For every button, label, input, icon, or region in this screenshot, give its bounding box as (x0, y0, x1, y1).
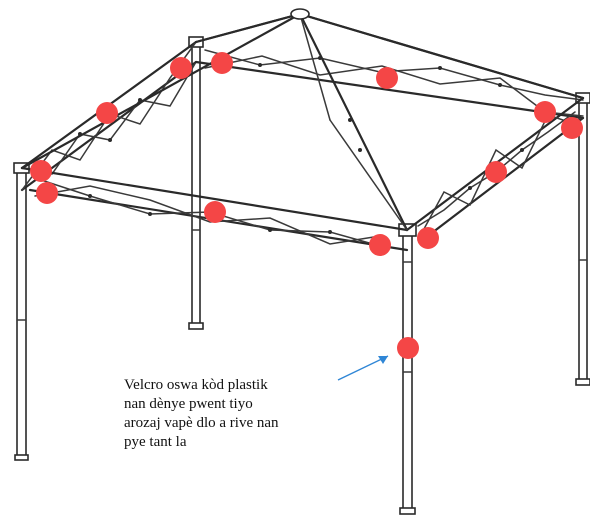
leg-foot-back-left (188, 322, 204, 330)
attachment-point-marker (417, 227, 439, 249)
leg-front-left (16, 167, 27, 459)
roof-ribs (20, 8, 585, 232)
joints (78, 56, 524, 234)
center-hub (290, 8, 310, 20)
annotation-label: Velcro oswa kòd plastik nan dènye pwent … (124, 376, 374, 452)
scissor-trusses (20, 12, 585, 252)
attachment-point-marker (369, 234, 391, 256)
attachment-point-marker (534, 101, 556, 123)
annotation-line-2: nan dènye pwent tiyo (124, 396, 253, 412)
attachment-point-marker (204, 201, 226, 223)
annotation-line-4: pye tant la (124, 434, 187, 450)
leg-foot-front-right (399, 507, 416, 515)
attachment-point-marker (485, 161, 507, 183)
attachment-point-marker (211, 52, 233, 74)
leg-foot-front-left (14, 454, 29, 461)
leg-foot-back-right (575, 378, 590, 386)
attachment-point-marker (30, 160, 52, 182)
attachment-point-marker (36, 182, 58, 204)
leg-back-right (578, 97, 588, 384)
attachment-point-marker (561, 117, 583, 139)
attachment-point-marker (376, 67, 398, 89)
arrowhead-icon (378, 356, 388, 364)
attachment-point-marker (170, 57, 192, 79)
leg-front-right (402, 229, 413, 513)
annotation-line-3: arozaj vapè dlo a rive nan (124, 415, 279, 431)
attachment-markers (30, 52, 583, 359)
corner-hubs (13, 36, 590, 237)
attachment-point-marker (96, 102, 118, 124)
annotation-line-1: Velcro oswa kòd plastik (124, 377, 268, 393)
leg-back-left (191, 41, 201, 328)
callout-arrow (337, 355, 389, 381)
attachment-point-marker (397, 337, 419, 359)
